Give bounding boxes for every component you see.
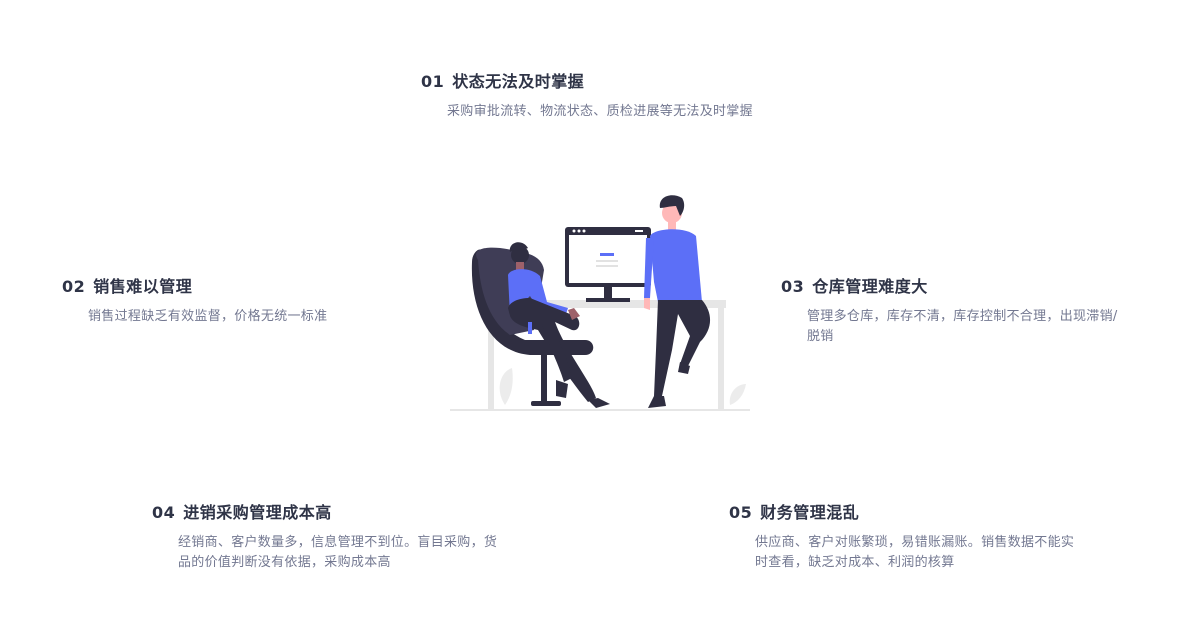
point-title-text: 进销采购管理成本高 [183, 503, 332, 522]
point-title: 04 进销采购管理成本高 [152, 499, 508, 523]
point-number: 02 [62, 277, 86, 296]
point-description: 采购审批流转、物流状态、质检进展等无法及时掌握 [447, 104, 753, 119]
point-description: 管理多仓库，库存不清，库存控制不合理，出现滞销/脱销 [807, 309, 1118, 344]
point-04: 04 进销采购管理成本高 经销商、客户数量多，信息管理不到位。盲目采购，货品的价… [152, 499, 508, 573]
point-05: 05 财务管理混乱 供应商、客户对账繁琐，易错账漏账。销售数据不能实时查看，缺乏… [729, 499, 1085, 573]
point-number: 05 [729, 503, 753, 522]
point-02: 02 销售难以管理 销售过程缺乏有效监督，价格无统一标准 [62, 273, 327, 327]
point-title-text: 销售难以管理 [93, 277, 193, 296]
point-number: 04 [152, 503, 176, 522]
point-title-text: 财务管理混乱 [760, 503, 860, 522]
point-title: 03 仓库管理难度大 [781, 273, 1127, 297]
point-number: 01 [421, 72, 445, 91]
point-description: 销售过程缺乏有效监督，价格无统一标准 [88, 309, 328, 324]
point-number: 03 [781, 277, 805, 296]
point-description: 供应商、客户对账繁琐，易错账漏账。销售数据不能实时查看，缺乏对成本、利润的核算 [755, 535, 1075, 570]
point-03: 03 仓库管理难度大 管理多仓库，库存不清，库存控制不合理，出现滞销/脱销 [781, 273, 1127, 347]
point-title: 05 财务管理混乱 [729, 499, 1085, 523]
people-at-desk-illustration [450, 195, 750, 411]
point-title: 01 状态无法及时掌握 [421, 68, 753, 92]
point-title-text: 仓库管理难度大 [812, 277, 928, 296]
point-description: 经销商、客户数量多，信息管理不到位。盲目采购，货品的价值判断没有依据，采购成本高 [178, 535, 498, 570]
point-title: 02 销售难以管理 [62, 273, 327, 297]
point-title-text: 状态无法及时掌握 [452, 72, 585, 91]
point-01: 01 状态无法及时掌握 采购审批流转、物流状态、质检进展等无法及时掌握 [421, 68, 753, 122]
